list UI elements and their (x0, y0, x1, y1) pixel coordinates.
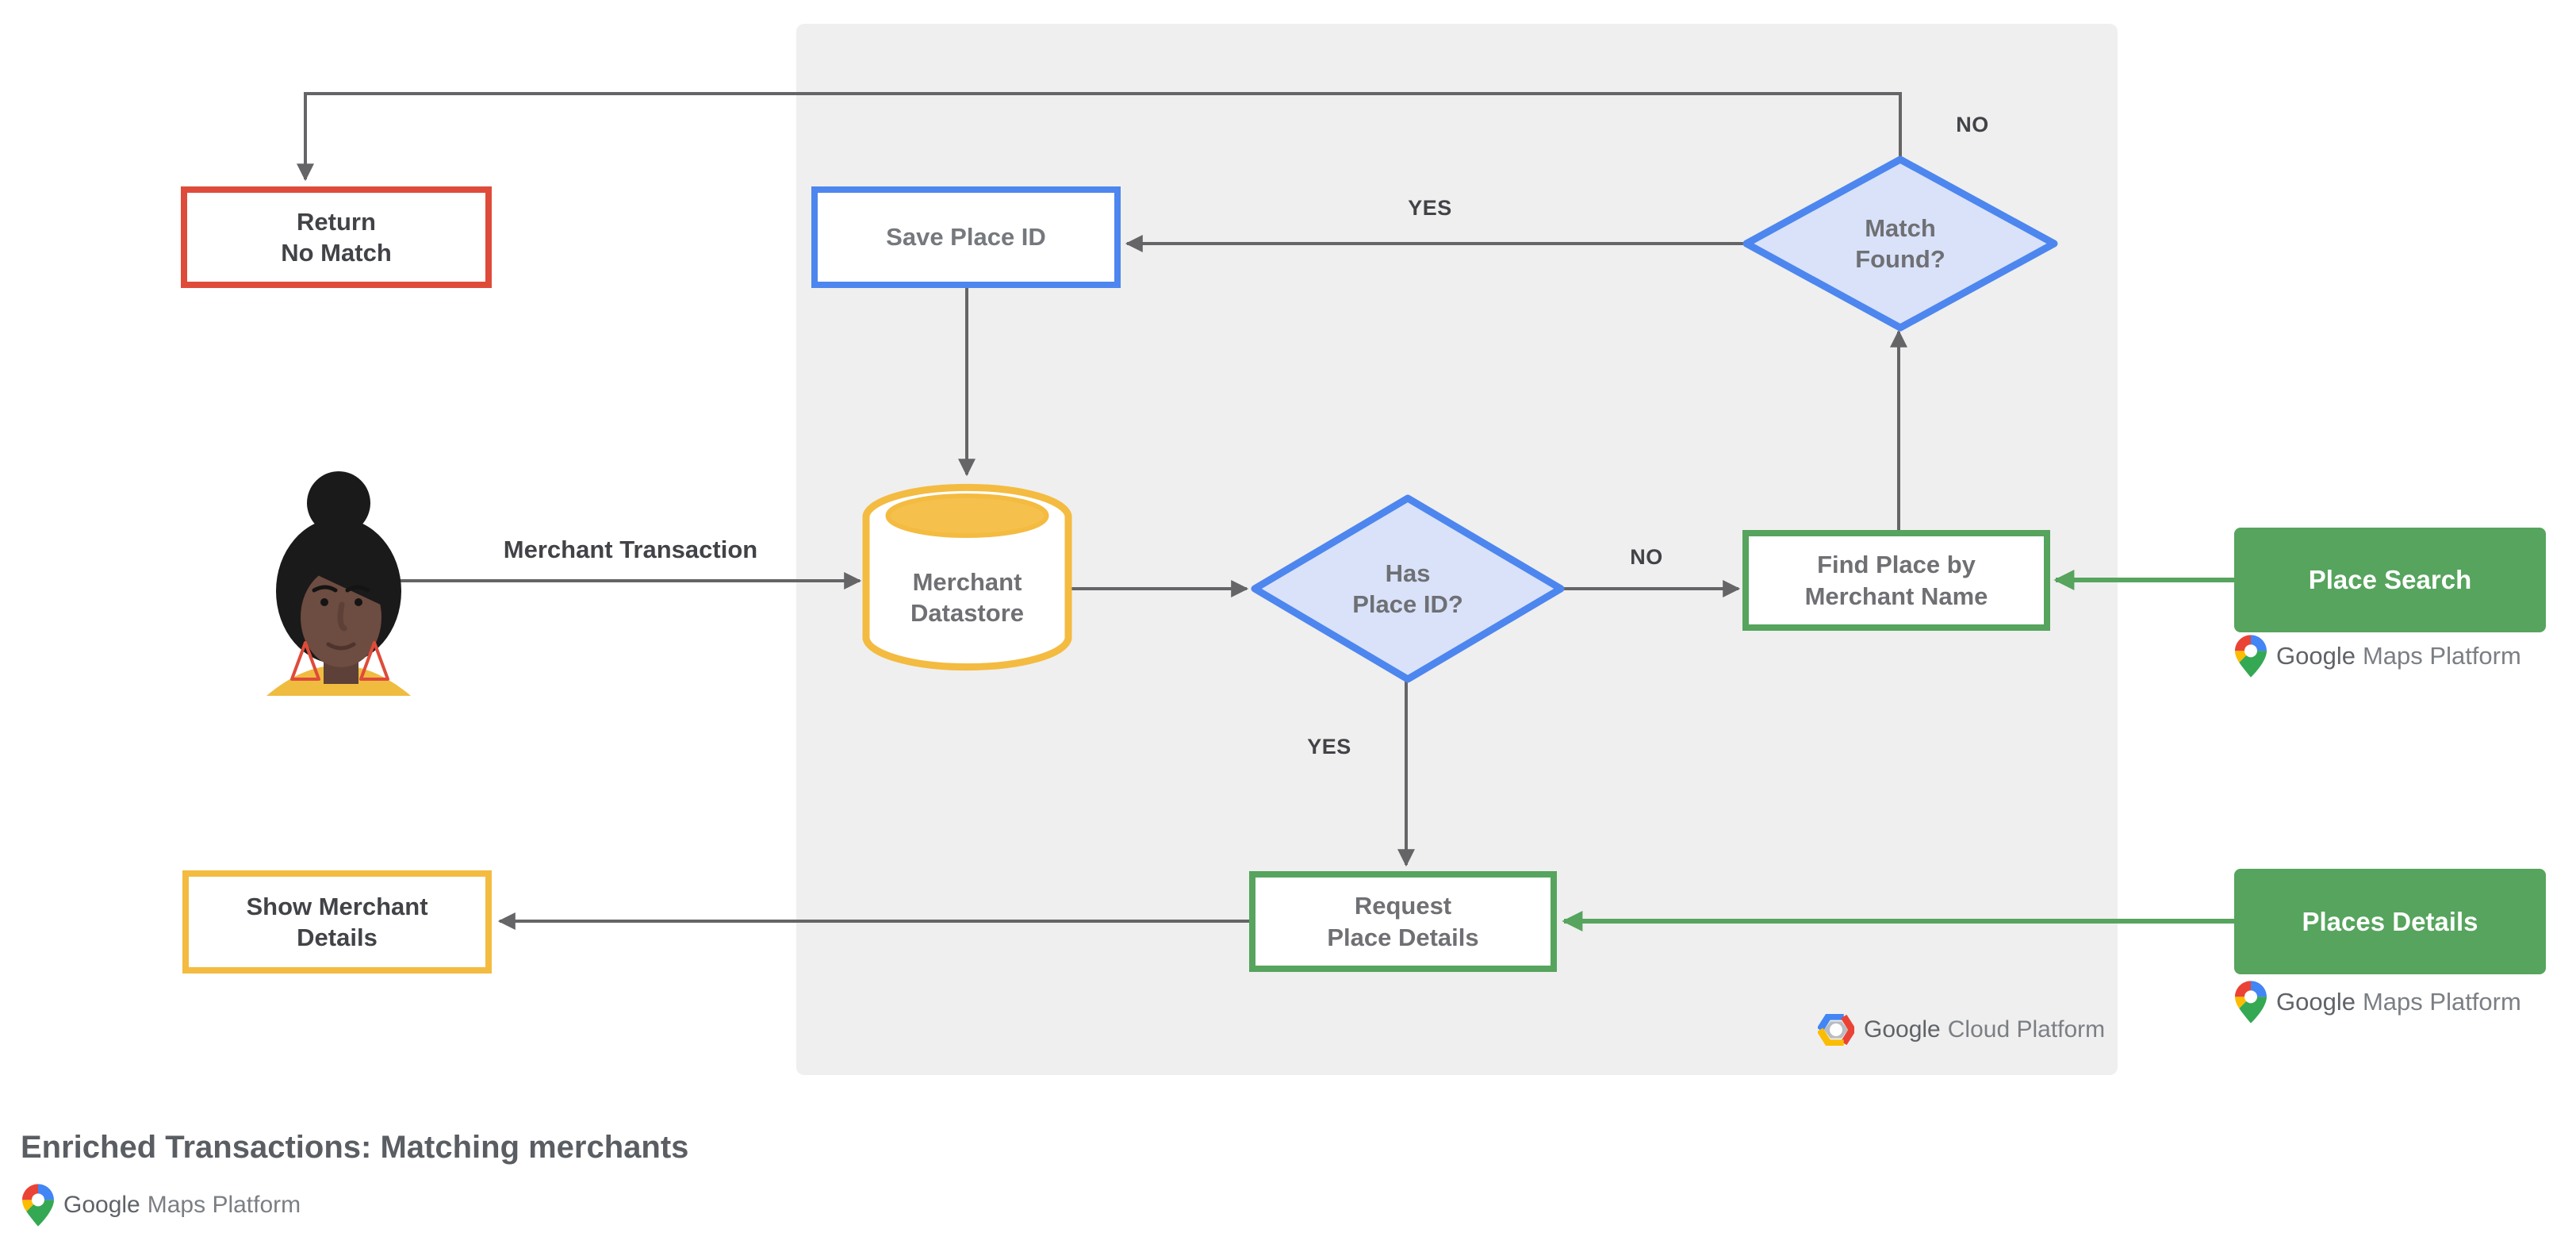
gmp-rest-word: Maps Platform (147, 1192, 301, 1218)
gmp-google-word: Google (63, 1192, 140, 1218)
has-place-id-diamond (1251, 494, 1565, 683)
edge-label-has-place-id-no: NO (1630, 544, 1663, 569)
maps-pin-icon (2235, 981, 2267, 1023)
merchant-avatar-icon (266, 471, 411, 696)
maps-pin-icon (2235, 635, 2267, 678)
api-box-place-search: Place Search (2234, 528, 2546, 632)
gmp-logo-text: Google Maps Platform (63, 1192, 301, 1219)
edge-label-has-place-id-yes: YES (1307, 734, 1351, 758)
edge-match-found-no-line (297, 92, 1902, 182)
gmp-rest-word: Maps Platform (2362, 642, 2521, 670)
gmp-rest-word: Maps Platform (2362, 988, 2521, 1016)
maps-pin-icon (22, 1184, 54, 1227)
diagram-title: Enriched Transactions: Matching merchant… (21, 1130, 689, 1165)
gmp-google-word: Google (2276, 642, 2356, 670)
gcp-rest-word: Cloud Platform (1947, 1016, 2106, 1043)
merchant-datastore-label: Merchant Datastore (910, 567, 1024, 627)
api-box-places-details: Places Details (2234, 869, 2546, 974)
gmp-logo-footer: Google Maps Platform (22, 1184, 301, 1227)
match-found-diamond (1742, 156, 2058, 332)
node-show-merchant-details: Show Merchant Details (182, 870, 492, 974)
node-save-place-id: Save Place ID (811, 186, 1121, 288)
gmp-google-word: Google (2276, 988, 2356, 1016)
merchant-datastore-cylinder (862, 483, 1072, 671)
edge-label-match-found-yes: YES (1408, 195, 1452, 220)
match-found-label: Match Found? (1855, 213, 1945, 273)
gcp-google-word: Google (1864, 1016, 1941, 1043)
edge-label-match-found-no: NO (1956, 112, 1989, 136)
has-place-id-label: Has Place ID? (1352, 559, 1463, 618)
node-request-place-details: Request Place Details (1249, 871, 1557, 972)
merchant-transaction-label: Merchant Transaction (503, 536, 758, 563)
gcp-hexagon-icon (1818, 1014, 1854, 1046)
node-find-place-by-merchant-name: Find Place by Merchant Name (1742, 530, 2050, 631)
node-return-no-match: Return No Match (181, 186, 492, 288)
